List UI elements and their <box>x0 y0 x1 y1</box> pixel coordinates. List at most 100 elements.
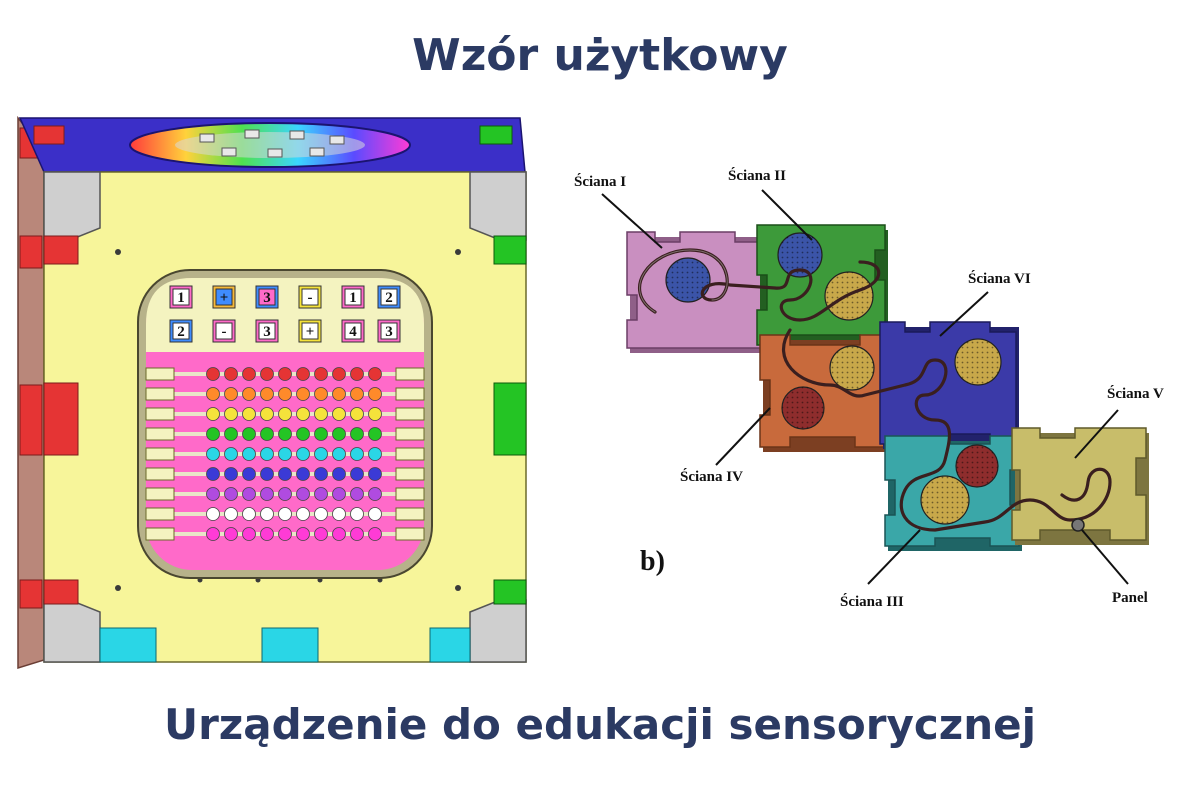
abacus-bead[interactable] <box>350 487 364 501</box>
abacus-bead[interactable] <box>350 367 364 381</box>
abacus-bead[interactable] <box>296 467 310 481</box>
abacus-bead[interactable] <box>260 467 274 481</box>
tile[interactable]: - <box>298 285 322 309</box>
abacus-bead[interactable] <box>242 487 256 501</box>
abacus-bead[interactable] <box>314 427 328 441</box>
abacus-bead[interactable] <box>296 447 310 461</box>
abacus-bead[interactable] <box>332 407 346 421</box>
abacus-bead[interactable] <box>260 507 274 521</box>
tile[interactable]: 3 <box>255 285 279 309</box>
abacus-bead[interactable] <box>332 467 346 481</box>
abacus-bead[interactable] <box>224 487 238 501</box>
abacus-bead[interactable] <box>224 387 238 401</box>
abacus-bead[interactable] <box>224 527 238 541</box>
abacus-bead[interactable] <box>332 427 346 441</box>
abacus-bead[interactable] <box>296 407 310 421</box>
abacus-bead[interactable] <box>242 367 256 381</box>
tile[interactable]: 1 <box>341 285 365 309</box>
abacus-bead[interactable] <box>242 387 256 401</box>
abacus-bead[interactable] <box>314 367 328 381</box>
abacus-bead[interactable] <box>368 407 382 421</box>
abacus-bead[interactable] <box>314 447 328 461</box>
abacus-bead[interactable] <box>260 367 274 381</box>
tile[interactable]: 3 <box>377 319 401 343</box>
abacus-bead[interactable] <box>224 467 238 481</box>
abacus-bead[interactable] <box>368 507 382 521</box>
abacus-bead[interactable] <box>350 527 364 541</box>
abacus-bead[interactable] <box>314 507 328 521</box>
abacus-bead[interactable] <box>350 447 364 461</box>
abacus-bead[interactable] <box>350 427 364 441</box>
abacus-bead[interactable] <box>296 487 310 501</box>
abacus-bead[interactable] <box>206 367 220 381</box>
tile[interactable]: 1 <box>169 285 193 309</box>
tile[interactable]: 3 <box>255 319 279 343</box>
abacus-bead[interactable] <box>350 467 364 481</box>
tile[interactable]: + <box>298 319 322 343</box>
abacus-bead[interactable] <box>350 387 364 401</box>
abacus-bead[interactable] <box>242 407 256 421</box>
abacus-bead[interactable] <box>296 367 310 381</box>
abacus-bead[interactable] <box>314 407 328 421</box>
abacus-bead[interactable] <box>260 487 274 501</box>
abacus-bead[interactable] <box>224 447 238 461</box>
abacus-bead[interactable] <box>242 467 256 481</box>
abacus-bead[interactable] <box>314 467 328 481</box>
tile[interactable]: + <box>212 285 236 309</box>
abacus-bead[interactable] <box>278 407 292 421</box>
abacus-bead[interactable] <box>368 387 382 401</box>
abacus-bead[interactable] <box>206 407 220 421</box>
abacus-bead[interactable] <box>296 387 310 401</box>
abacus-bead[interactable] <box>260 407 274 421</box>
abacus-bead[interactable] <box>350 507 364 521</box>
abacus-bead[interactable] <box>314 387 328 401</box>
tile[interactable]: 2 <box>377 285 401 309</box>
abacus-bead[interactable] <box>206 387 220 401</box>
abacus-bead[interactable] <box>332 487 346 501</box>
tile[interactable]: 4 <box>341 319 365 343</box>
abacus-bead[interactable] <box>332 527 346 541</box>
abacus-bead[interactable] <box>278 487 292 501</box>
abacus-bead[interactable] <box>242 427 256 441</box>
abacus-bead[interactable] <box>224 407 238 421</box>
abacus-bead[interactable] <box>206 467 220 481</box>
tile[interactable]: - <box>212 319 236 343</box>
abacus-bead[interactable] <box>332 387 346 401</box>
abacus-bead[interactable] <box>260 387 274 401</box>
abacus-bead[interactable] <box>242 527 256 541</box>
abacus-bead[interactable] <box>206 487 220 501</box>
abacus-bead[interactable] <box>368 527 382 541</box>
abacus-bead[interactable] <box>278 387 292 401</box>
abacus-bead[interactable] <box>314 527 328 541</box>
abacus-bead[interactable] <box>296 507 310 521</box>
abacus-bead[interactable] <box>278 507 292 521</box>
abacus-bead[interactable] <box>332 447 346 461</box>
abacus-bead[interactable] <box>296 427 310 441</box>
abacus-bead[interactable] <box>278 367 292 381</box>
abacus-bead[interactable] <box>332 367 346 381</box>
abacus-bead[interactable] <box>278 427 292 441</box>
abacus-bead[interactable] <box>350 407 364 421</box>
abacus-bead[interactable] <box>278 467 292 481</box>
abacus-bead[interactable] <box>242 447 256 461</box>
abacus-bead[interactable] <box>206 527 220 541</box>
abacus-bead[interactable] <box>260 427 274 441</box>
abacus-bead[interactable] <box>206 507 220 521</box>
abacus-bead[interactable] <box>206 427 220 441</box>
abacus-bead[interactable] <box>206 447 220 461</box>
abacus-bead[interactable] <box>278 447 292 461</box>
abacus-bead[interactable] <box>260 447 274 461</box>
abacus-bead[interactable] <box>314 487 328 501</box>
abacus-bead[interactable] <box>224 427 238 441</box>
abacus-bead[interactable] <box>332 507 346 521</box>
tile[interactable]: 2 <box>169 319 193 343</box>
abacus-bead[interactable] <box>368 367 382 381</box>
abacus-bead[interactable] <box>224 507 238 521</box>
abacus-bead[interactable] <box>368 427 382 441</box>
abacus-bead[interactable] <box>278 527 292 541</box>
abacus-bead[interactable] <box>368 467 382 481</box>
abacus-bead[interactable] <box>368 447 382 461</box>
abacus-bead[interactable] <box>242 507 256 521</box>
abacus-bead[interactable] <box>296 527 310 541</box>
abacus-bead[interactable] <box>260 527 274 541</box>
